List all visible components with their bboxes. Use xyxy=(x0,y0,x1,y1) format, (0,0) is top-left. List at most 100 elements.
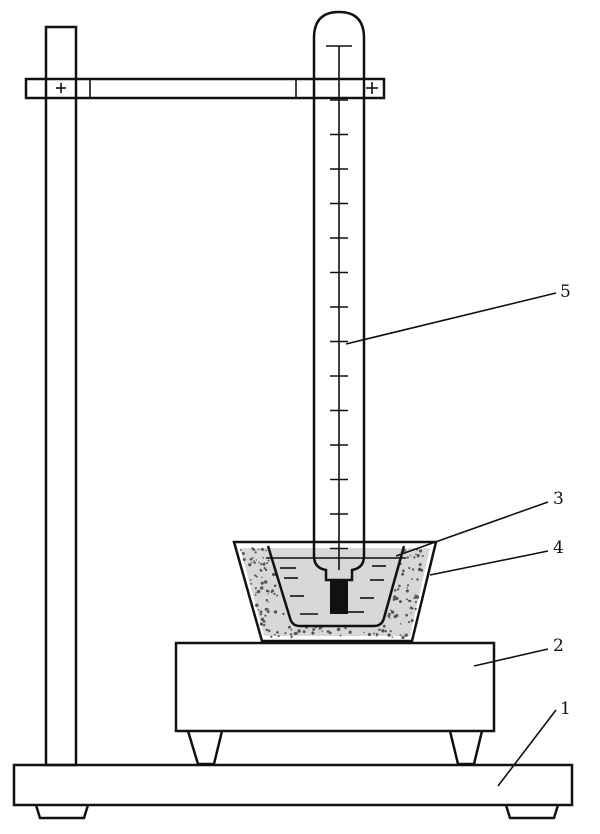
speckle xyxy=(414,600,417,603)
speckle xyxy=(264,607,268,611)
speckle xyxy=(375,635,377,637)
speckle xyxy=(260,563,263,566)
speckle xyxy=(249,579,252,581)
speckle xyxy=(384,630,387,633)
speckle xyxy=(250,582,253,585)
speckle xyxy=(410,619,414,623)
label-heater: 2 xyxy=(553,636,564,656)
insulation-speckles xyxy=(239,547,424,640)
speckle xyxy=(259,610,263,614)
speckle xyxy=(239,549,242,551)
speckle xyxy=(255,591,257,594)
speckle xyxy=(257,548,260,551)
speckle xyxy=(393,595,397,599)
speckle xyxy=(402,569,405,573)
speckle xyxy=(262,556,265,559)
speckle xyxy=(263,566,266,570)
speckle xyxy=(259,622,263,626)
speckle xyxy=(421,554,424,558)
speckle xyxy=(415,595,420,599)
inner-beaker xyxy=(266,545,406,628)
speckle xyxy=(408,567,411,570)
thermometer xyxy=(312,10,366,614)
speckle xyxy=(302,630,306,634)
label-outer-bath: 4 xyxy=(553,538,564,558)
speckle xyxy=(420,568,424,572)
speckle xyxy=(405,589,409,593)
speckle xyxy=(264,568,268,572)
speckle xyxy=(344,626,347,630)
speckle xyxy=(297,629,301,633)
speckle xyxy=(260,581,264,585)
speckle xyxy=(416,578,419,581)
speckle xyxy=(290,628,293,631)
speckle xyxy=(401,635,405,640)
speckle xyxy=(259,586,264,590)
speckle xyxy=(381,629,385,633)
liquid-lines xyxy=(280,565,386,615)
speckle xyxy=(282,612,285,616)
speckle xyxy=(406,556,409,559)
speckle xyxy=(339,634,342,637)
speckle xyxy=(254,593,257,596)
speckle xyxy=(396,588,400,591)
speckle xyxy=(391,636,394,638)
speckle xyxy=(251,561,253,564)
speckle xyxy=(253,560,255,562)
speckle xyxy=(260,617,265,622)
speckle xyxy=(254,587,257,590)
speckle xyxy=(388,617,391,619)
speckle xyxy=(255,603,259,608)
speckle xyxy=(258,561,260,563)
speckle xyxy=(261,576,263,578)
speckle xyxy=(398,600,402,604)
label-inner-beaker: 3 xyxy=(553,489,564,509)
leader-lines xyxy=(345,292,557,787)
speckle xyxy=(405,613,408,617)
speckle xyxy=(264,614,267,617)
speckle xyxy=(273,584,277,587)
speckle xyxy=(267,601,270,603)
speckle xyxy=(389,630,392,633)
speckle xyxy=(348,630,352,634)
speckle xyxy=(372,632,375,635)
speckle xyxy=(273,610,278,614)
speckle xyxy=(271,589,275,593)
speckle xyxy=(392,598,396,601)
speckle xyxy=(254,551,257,554)
speckle xyxy=(363,631,365,634)
speckle xyxy=(276,630,279,634)
stand-base xyxy=(12,763,574,820)
speckle xyxy=(259,613,262,616)
speckle xyxy=(256,589,261,594)
speckle xyxy=(290,635,293,639)
speckle xyxy=(400,623,402,625)
speckle xyxy=(274,633,276,636)
clamp-arm xyxy=(24,77,386,100)
speckle xyxy=(248,563,252,567)
stand-rod xyxy=(44,25,78,767)
speckle xyxy=(398,584,401,588)
speckle xyxy=(251,547,254,550)
speckle xyxy=(378,628,381,632)
speckle xyxy=(267,608,270,610)
speckle xyxy=(403,550,406,552)
speckle xyxy=(267,559,270,562)
speckle xyxy=(273,592,276,596)
speckle xyxy=(260,547,264,551)
speckle xyxy=(336,627,341,632)
speckle xyxy=(284,631,287,634)
speckle xyxy=(406,584,410,587)
speckle xyxy=(410,612,412,614)
speckle xyxy=(413,596,416,600)
speckle xyxy=(393,615,397,619)
speckle xyxy=(311,631,315,635)
speckle xyxy=(262,623,266,627)
speckle xyxy=(265,628,268,632)
speckle xyxy=(265,589,269,593)
speckle xyxy=(262,562,266,566)
speckle xyxy=(328,631,332,635)
speckle xyxy=(267,629,271,633)
speckle xyxy=(415,553,417,556)
